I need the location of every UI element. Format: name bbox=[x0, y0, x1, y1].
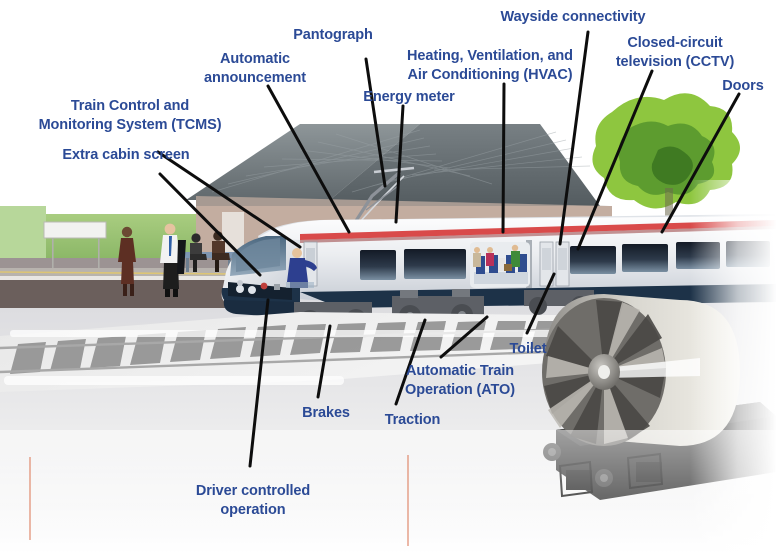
leader-energy-meter bbox=[394, 104, 405, 224]
label-pantograph: Pantograph bbox=[293, 27, 373, 43]
label-doors: Doors bbox=[722, 78, 764, 94]
passenger-standing-woman bbox=[118, 226, 136, 296]
station-door bbox=[222, 212, 244, 258]
steel-coil bbox=[542, 294, 740, 446]
label-heating-ventilation-air-conditioning: Heating, Ventilation, and Air Conditioni… bbox=[407, 48, 573, 84]
leader-lines bbox=[156, 30, 741, 468]
label-extra-cabin-screen: Extra cabin screen bbox=[62, 147, 190, 163]
label-wayside-connectivity: Wayside connectivity bbox=[500, 9, 646, 25]
platform bbox=[0, 258, 237, 308]
leader-ato bbox=[439, 315, 489, 359]
platform-sign bbox=[43, 221, 107, 268]
passenger-seated-a bbox=[190, 233, 207, 272]
label-toilet: Toilet bbox=[509, 341, 547, 357]
label-driver-controlled-operation: Driver controlled operation bbox=[195, 483, 311, 519]
interior-cutaway bbox=[470, 242, 530, 288]
leader-cctv bbox=[576, 69, 654, 251]
marker-lines bbox=[29, 455, 409, 546]
passenger-seated-b bbox=[212, 231, 230, 272]
label-traction: Traction bbox=[384, 412, 441, 428]
leader-announcement bbox=[266, 84, 351, 234]
label-energy-meter: Energy meter bbox=[363, 89, 455, 105]
label-automatic-train-operation: Automatic Train Operation (ATO) bbox=[405, 363, 515, 399]
leader-brakes bbox=[316, 324, 332, 399]
fade-bottom bbox=[0, 430, 777, 554]
label-brakes: Brakes bbox=[302, 405, 350, 421]
leader-toilet bbox=[525, 272, 556, 335]
leader-traction bbox=[394, 318, 427, 406]
label-automatic-announcement: Automatic announcement bbox=[204, 51, 306, 87]
label-closed-circuit-television: Closed-circuit television (CCTV) bbox=[615, 35, 735, 71]
leader-tcms bbox=[156, 150, 302, 249]
passenger-standing-man bbox=[160, 223, 186, 297]
leader-doors bbox=[660, 92, 741, 234]
leader-cabin-screen bbox=[158, 172, 262, 277]
label-train-control-monitoring-system: Train Control and Monitoring System (TCM… bbox=[38, 98, 222, 134]
leader-wayside bbox=[558, 30, 590, 246]
leader-driver-op bbox=[248, 298, 270, 468]
interior-passengers bbox=[473, 244, 520, 271]
leader-pantograph bbox=[364, 57, 387, 188]
leader-hvac bbox=[501, 82, 506, 234]
